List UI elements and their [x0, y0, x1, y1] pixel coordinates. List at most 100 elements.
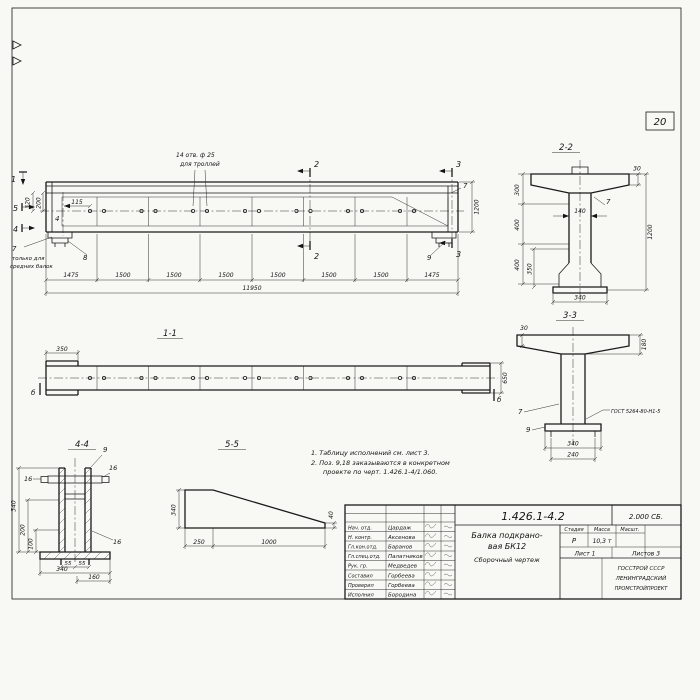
staff-role: Составил	[348, 574, 373, 580]
dim-200: 200	[20, 524, 27, 536]
pos-16-right: 16	[109, 464, 117, 472]
format-marks	[12, 40, 22, 66]
dimension-ticks	[30, 179, 475, 296]
staff-role: Нач. отд.	[348, 526, 372, 532]
center-and-cut-lines	[40, 168, 464, 250]
pos-9: 9	[427, 254, 432, 262]
organization-line3: ПРОМСТРОЙПРОЕКТ	[615, 585, 669, 592]
dim-55-right: 55	[79, 561, 86, 567]
cut-label-4-inner: 4	[55, 215, 59, 223]
page-number-box	[645, 111, 675, 131]
dim-140: 140	[574, 208, 586, 215]
dim-seg-1: 1475	[63, 272, 78, 279]
dim-seg-3: 1500	[166, 272, 181, 279]
section-outline	[530, 173, 630, 294]
view-section-2-2: 2-2 300 400 400 350 140 340 1200 30 7	[514, 143, 654, 305]
dim-400-lower: 400	[514, 259, 521, 271]
dim-1000: 1000	[261, 539, 276, 546]
trolley-holes	[88, 375, 416, 380]
pos-7-right: 7	[463, 182, 468, 190]
view-section-1-1: 1-1 350 650 б б	[31, 329, 509, 404]
sheet-count: Листов 3	[631, 551, 660, 558]
weld-note: ГОСТ 5264-80-Н1-5	[611, 409, 660, 415]
cut-label-4: 4	[13, 225, 18, 234]
staff-name: Бородина	[388, 593, 417, 599]
dim-340: 340	[574, 295, 586, 302]
foot-flare	[558, 262, 602, 287]
dim-30: 30	[520, 325, 528, 332]
drawing-notes: 1. Таблицу исполнений см. лист 3. 2. Поз…	[311, 449, 450, 476]
cut-label-3-bottom: 3	[456, 250, 461, 259]
sheet-number: Лист 1	[574, 551, 596, 558]
staff-role: Гл.кон.отд.	[348, 545, 378, 551]
pos-8: 8	[83, 254, 88, 262]
header-stage: Стадия	[564, 527, 583, 533]
staff-role: Гл.спец.отд.	[348, 554, 381, 560]
beam-flange-lines	[46, 182, 458, 232]
staff-role: Проверил	[348, 583, 374, 589]
cut-label-5: 5	[13, 204, 18, 213]
staff-name: Палатников	[388, 554, 423, 560]
mass-value: 10,3 т	[593, 538, 612, 545]
dim-seg-8: 1475	[424, 272, 439, 279]
view-section-4-4: 4-4 9 16 16 16 340 200 100 55 55 340 160	[11, 440, 121, 584]
cut-arrow-shafts	[22, 170, 452, 247]
staff-role: Исполнил	[348, 593, 375, 599]
cut-label-1: 1	[11, 175, 16, 184]
dimension-ticks	[176, 487, 337, 549]
staff-name: Баранов	[388, 545, 412, 551]
header-mass: Масса	[594, 527, 610, 533]
dim-seg-2: 1500	[115, 272, 130, 279]
cut-strokes	[19, 168, 453, 395]
pos-7: 7	[518, 408, 523, 416]
drawing-title-line1: Балка подкрано-	[471, 531, 542, 540]
section-4-4-title: 4-4	[75, 440, 89, 450]
beam-web-panel	[61, 196, 449, 227]
staff-name: Горбеева	[388, 583, 415, 589]
header-scale: Масшт.	[620, 527, 639, 533]
organization-line2: ЛЕНИНГРАДСКИЙ	[615, 575, 666, 582]
dim-200: 200	[36, 197, 43, 209]
pos-16-lower: 16	[113, 538, 121, 546]
dim-350: 350	[527, 263, 534, 275]
sheet-frame: 20	[11, 7, 682, 600]
frame-border	[11, 7, 682, 600]
dim-1200: 1200	[647, 224, 654, 239]
dimension-lines	[517, 334, 643, 462]
footnote-line2: средних балок	[10, 264, 54, 270]
cut-label-2-bottom: 2	[314, 252, 319, 261]
staff-name: Медведев	[388, 564, 417, 570]
cut-label-2-top: 2	[314, 160, 319, 169]
dimension-lines	[518, 173, 649, 305]
beam-outline	[45, 181, 459, 233]
view-section-5-5: 5-5 340 40 250 1000	[171, 440, 337, 549]
footnote-line1: только для	[12, 256, 45, 262]
dim-350: 350	[56, 346, 68, 353]
dim-1200: 1200	[474, 199, 481, 214]
dimension-ticks	[520, 171, 649, 305]
dim-340: 340	[567, 441, 579, 448]
document-number: 1.426.1-4.2	[501, 510, 564, 523]
dim-300: 300	[514, 184, 521, 196]
cut-arrowheads	[20, 168, 446, 249]
holes-note-line1: 14 отв. ф 25	[176, 152, 215, 159]
bolt-assembly	[40, 475, 110, 500]
dim-180: 180	[641, 339, 648, 351]
dimension-lines	[176, 489, 337, 549]
dimension-lines	[32, 181, 475, 296]
taper-plate-outline	[184, 489, 326, 529]
dim-240: 240	[567, 452, 579, 459]
title-block-border	[344, 504, 682, 600]
pos-9: 9	[526, 426, 531, 434]
dimension-ticks	[43, 350, 504, 396]
section-5-5-title: 5-5	[225, 440, 239, 450]
organization-line1: ГОССТРОЙ СССР	[618, 565, 665, 572]
dim-650: 650	[502, 372, 509, 384]
dim-seg-4: 1500	[218, 272, 233, 279]
dim-400-upper: 400	[514, 219, 521, 231]
staff-name: Горбеева	[388, 574, 415, 580]
pos-7-left: 7	[12, 245, 17, 253]
dim-seg-7: 1500	[373, 272, 388, 279]
